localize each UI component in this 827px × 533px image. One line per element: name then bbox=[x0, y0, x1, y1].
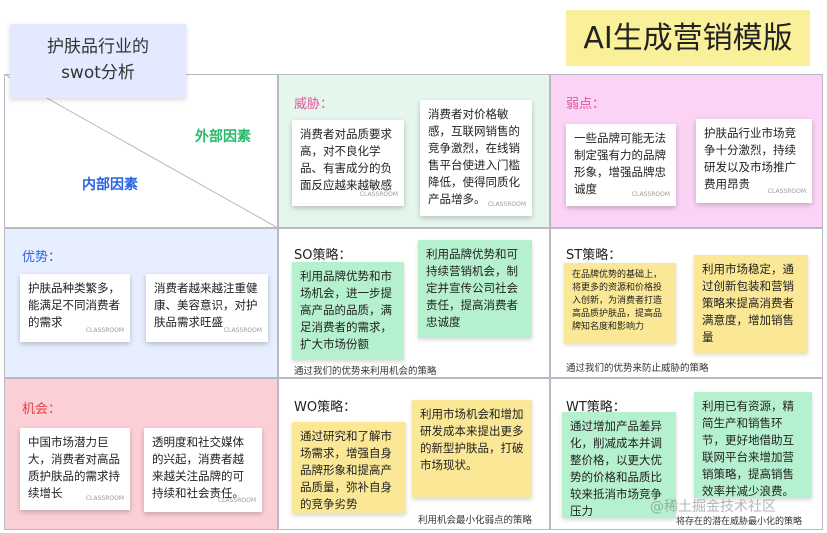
wt-note-1: 通过增加产品差异化，削减成本并调整价格，以更大优势的价格和品质比较来抵消市场竞争… bbox=[562, 412, 676, 518]
so-note-1: 利用品牌优势和市场机会，进一步提高产品的品质，满足消费者的需求，扩大市场份额 bbox=[292, 262, 404, 360]
st-note-2: 利用市场稳定，通过创新包装和营销策略来提高消费者满意度，增加销售量 bbox=[694, 255, 808, 353]
internal-factors-label: 内部因素 bbox=[82, 177, 138, 193]
opportunities-label: 机会： bbox=[22, 402, 62, 417]
wt-label: WT策略： bbox=[566, 400, 626, 415]
threats-note-2: 消费者对价格敏感，互联网销售的竞争激烈，在线销售平台使进入门槛降低，使得同质化产… bbox=[420, 100, 532, 216]
st-footer: 通过我们的优势来防止威胁的策略 bbox=[566, 363, 709, 374]
so-label: SO策略： bbox=[294, 248, 352, 263]
subject-text: 护肤品行业的 swot分析 bbox=[47, 37, 149, 83]
subject-note bbox=[10, 24, 186, 98]
corner-diagonal bbox=[4, 74, 278, 228]
wo-note-1: 通过研究和了解市场需求，增强自身品牌形象和提高产品质量，弥补自身的竞争劣势 bbox=[292, 422, 406, 514]
wo-footer: 利用机会最小化弱点的策略 bbox=[418, 515, 533, 526]
so-note-2: 利用品牌优势和可持续营销机会，制定并宣传公司社会责任，提高消费者忠诚度 bbox=[418, 240, 532, 338]
st-label: ST策略： bbox=[566, 248, 622, 263]
strengths-label: 优势： bbox=[22, 250, 62, 265]
weaknesses-label: 弱点： bbox=[566, 97, 606, 112]
wo-label: WO策略： bbox=[294, 400, 357, 415]
st-note-1: 在品牌优势的基础上，将更多的资源和价格投入创新，为消费者打造高品质护肤品，提高品… bbox=[564, 263, 676, 343]
threats-label: 威胁： bbox=[294, 97, 334, 112]
wt-note-2: 利用已有资源，精简生产和销售环节，更好地借助互联网平台来增加营销策略，提高销售效… bbox=[694, 392, 812, 498]
page-title-banner bbox=[566, 10, 810, 66]
page-title: AI生成营销模版 bbox=[583, 21, 793, 56]
watermark: @稀土掘金技术社区 bbox=[650, 499, 776, 515]
wt-footer: 将存在的潜在威胁最小化的策略 bbox=[676, 517, 803, 527]
external-factors-label: 外部因素 bbox=[195, 129, 251, 145]
so-footer: 通过我们的优势来利用机会的策略 bbox=[294, 366, 437, 377]
opportunities-note-2: 透明度和社交媒体的兴起，消费者越来越关注品牌的可持续和社会责任。CLASSROO… bbox=[144, 428, 262, 512]
wo-note-2: 利用市场机会和增加研发成本来提出更多的新型护肤品，打破市场现状。 bbox=[412, 400, 532, 498]
